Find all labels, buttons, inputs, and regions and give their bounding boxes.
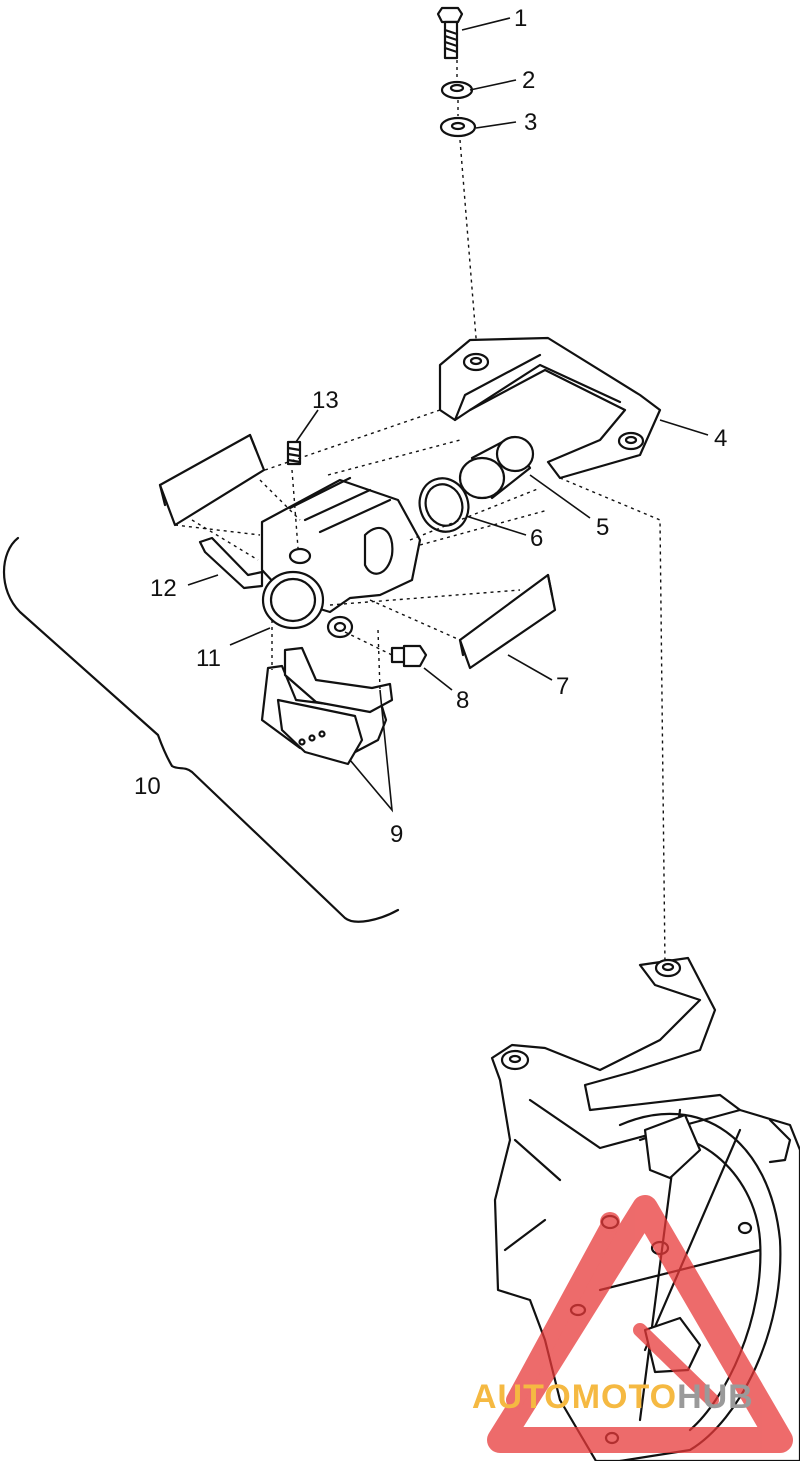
callout-12: 12	[150, 575, 177, 602]
seal-ring-part-6	[418, 477, 470, 533]
lock-washer-part-2	[440, 80, 474, 100]
watermark-text-automoto: AUTOMOTO	[472, 1378, 677, 1416]
callout-8: 8	[456, 687, 469, 714]
assembly-lines	[174, 409, 666, 966]
watermark-text: AUTOMOTOHUB	[472, 1378, 754, 1416]
pin-part-12	[198, 536, 264, 590]
bleeder-screw-part-13	[286, 440, 302, 466]
brake-pads-part-9	[260, 646, 394, 766]
caliper-body	[260, 476, 422, 639]
fitting-part-8	[390, 644, 428, 668]
bolt-part-1	[436, 6, 464, 60]
callout-2: 2	[522, 67, 535, 94]
flat-washer-part-3	[439, 116, 477, 138]
mounting-bracket-part-4	[438, 336, 662, 480]
callout-1: 1	[514, 5, 527, 32]
callout-9: 9	[390, 821, 403, 848]
callout-3: 3	[524, 109, 537, 136]
bolt-axis-line	[456, 60, 478, 351]
watermark-text-hub: HUB	[677, 1378, 754, 1416]
callout-10: 10	[134, 773, 161, 800]
callout-4: 4	[714, 425, 727, 452]
leader-lines	[187, 17, 709, 813]
shield-plate-part-7	[458, 573, 557, 670]
callout-6: 6	[530, 525, 543, 552]
callout-11: 11	[196, 645, 221, 672]
shield-plate-upper	[158, 433, 266, 527]
callout-7: 7	[556, 673, 569, 700]
callout-13: 13	[312, 387, 339, 414]
piston-part-5	[458, 435, 535, 500]
watermark-logo	[487, 1195, 793, 1453]
assembly-bracket-part-10	[2, 536, 400, 923]
callout-5: 5	[596, 514, 609, 541]
